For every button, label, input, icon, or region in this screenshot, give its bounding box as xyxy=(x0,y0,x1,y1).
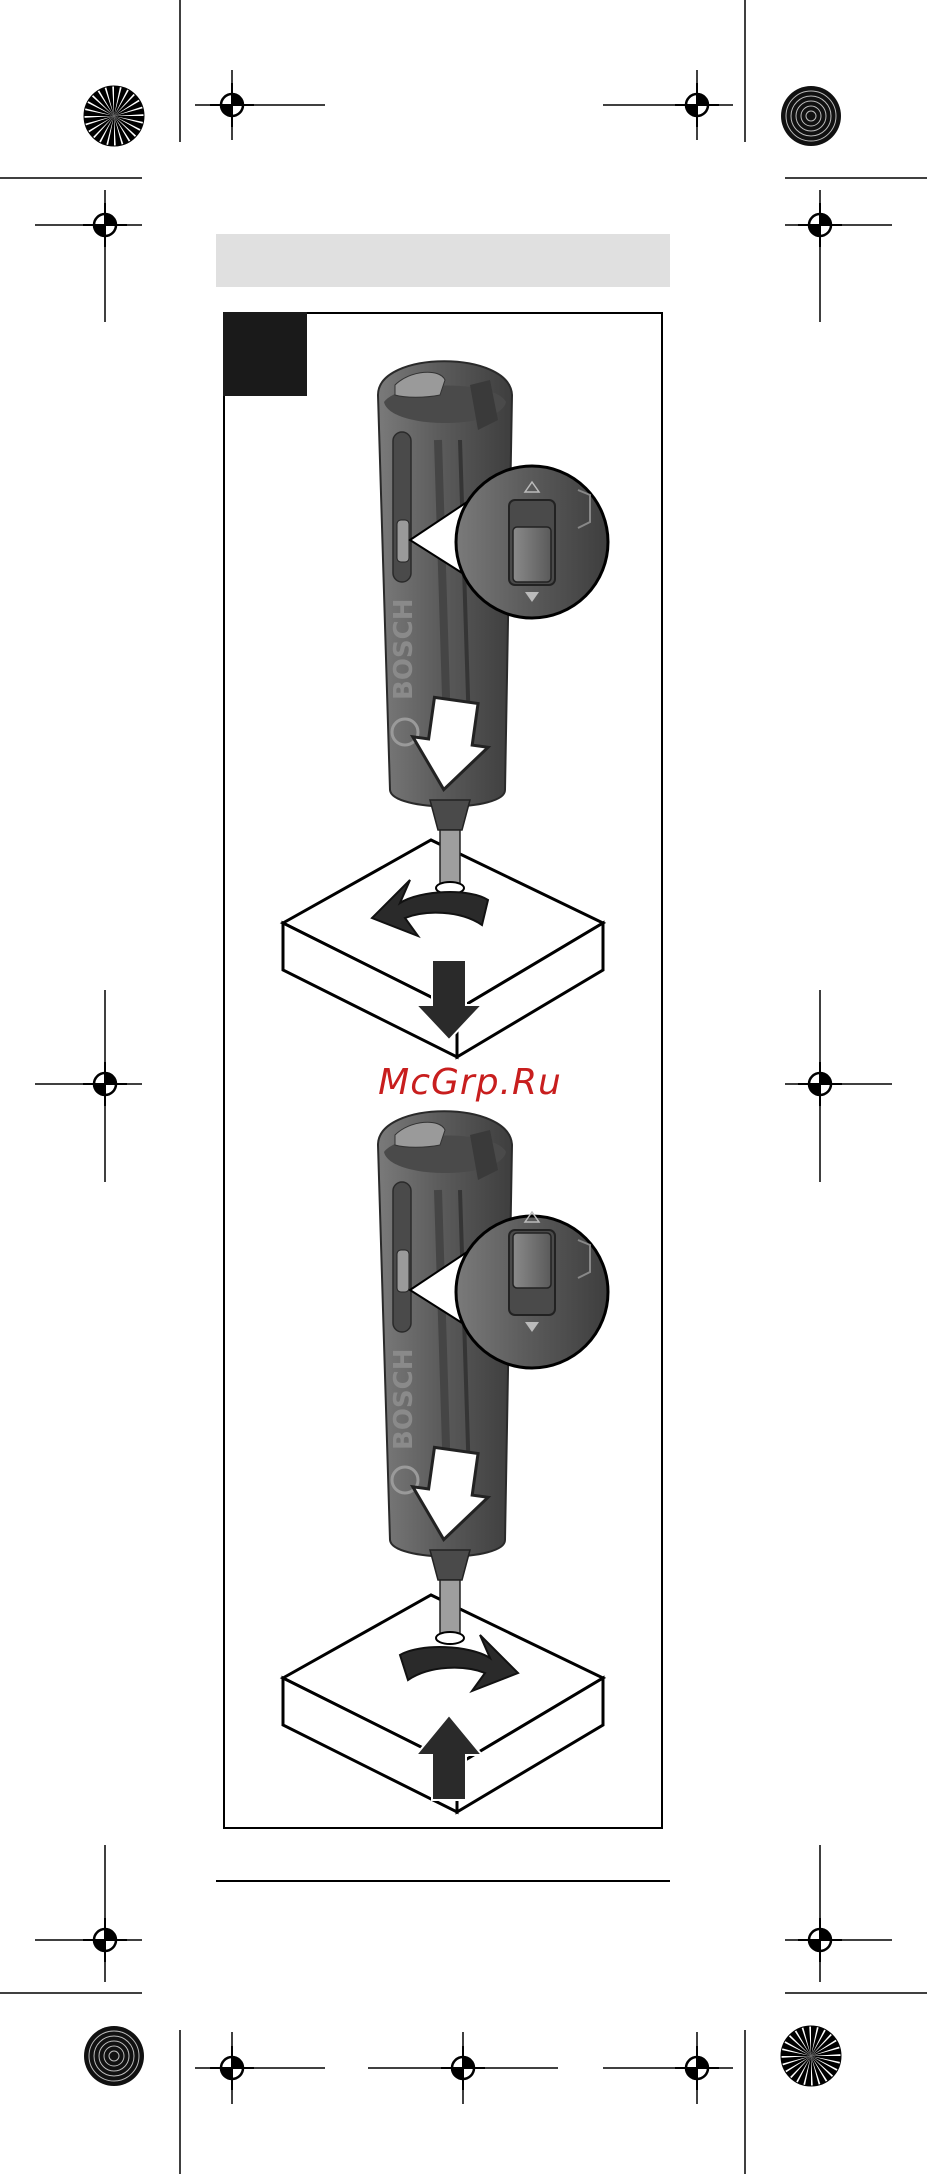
figure-2: BOSCH xyxy=(283,1111,608,1812)
brand-text-2: BOSCH xyxy=(389,1349,419,1451)
watermark-text: McGrp.Ru xyxy=(360,1062,580,1103)
screwdriver-body-2: BOSCH xyxy=(378,1111,512,1644)
footer-rule xyxy=(216,1880,670,1882)
screwdriver-body-1: BOSCH xyxy=(378,361,512,894)
brand-text-1: BOSCH xyxy=(389,599,419,701)
figure-1: BOSCH xyxy=(283,361,608,1057)
